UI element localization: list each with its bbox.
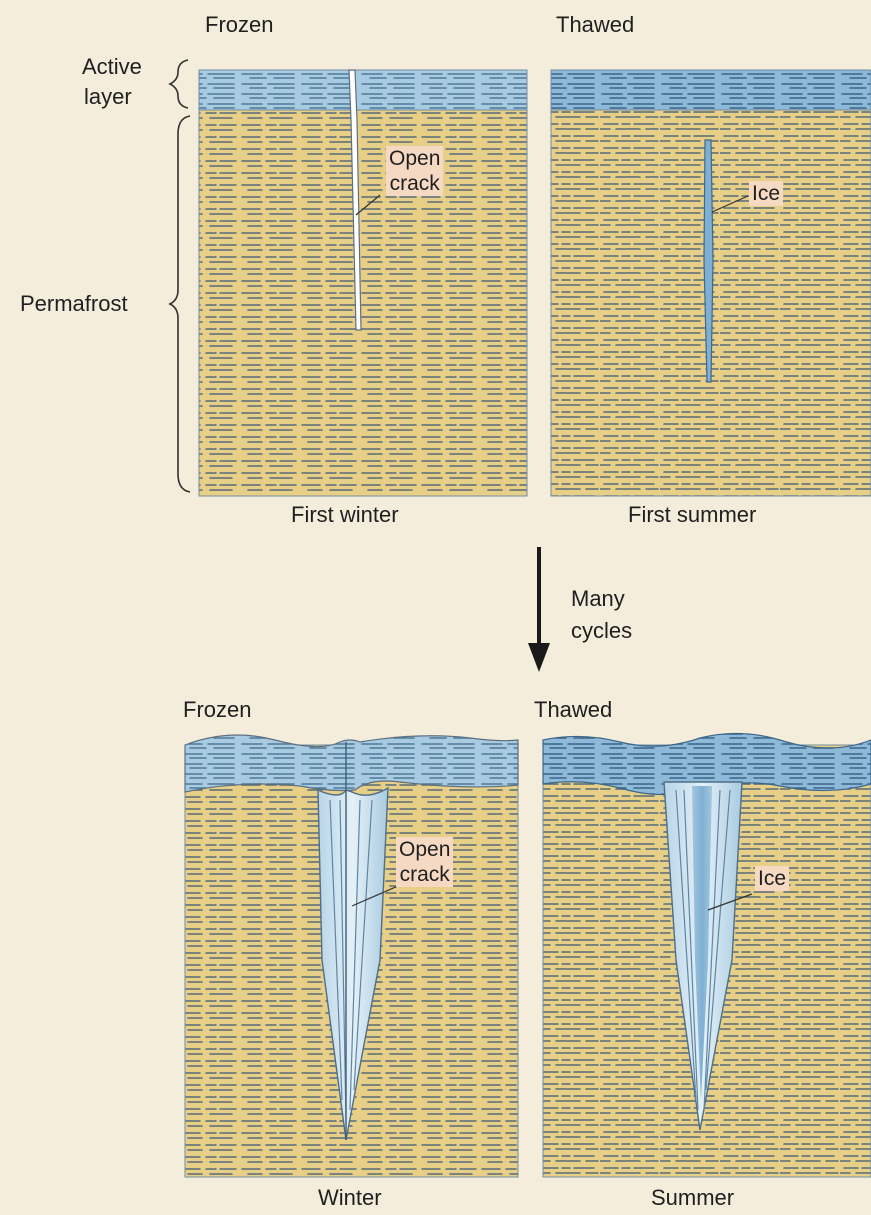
first-summer-caption: First summer [628, 502, 756, 528]
many-cycles-arrow [528, 547, 550, 672]
top-open-crack-line1: Open [389, 146, 440, 171]
panel-summer [543, 733, 871, 1177]
summer-caption: Summer [651, 1185, 734, 1211]
brace-permafrost [170, 116, 190, 492]
many-cycles-label-line2: cycles [571, 618, 632, 644]
top-ice-callout: Ice [749, 181, 783, 206]
bottom-open-crack-line2: crack [399, 862, 450, 887]
top-open-crack-line2: crack [389, 171, 440, 196]
panel-first-summer [551, 70, 871, 496]
top-left-header: Frozen [205, 12, 273, 38]
bottom-open-crack-callout: Open crack [396, 837, 453, 887]
bottom-right-header: Thawed [534, 697, 612, 723]
bottom-left-header: Frozen [183, 697, 251, 723]
winter-caption: Winter [318, 1185, 382, 1211]
many-cycles-label-line1: Many [571, 586, 625, 612]
panel-first-winter [199, 70, 527, 496]
top-open-crack-callout: Open crack [386, 146, 443, 196]
permafrost-label: Permafrost [20, 291, 128, 317]
active-layer-label-line2: layer [84, 84, 132, 110]
brace-active-layer [170, 60, 188, 108]
first-winter-caption: First winter [291, 502, 399, 528]
top-right-header: Thawed [556, 12, 634, 38]
bottom-open-crack-line1: Open [399, 837, 450, 862]
bottom-ice-callout: Ice [755, 866, 789, 891]
active-layer-label-line1: Active [82, 54, 142, 80]
panel-winter [185, 735, 518, 1177]
